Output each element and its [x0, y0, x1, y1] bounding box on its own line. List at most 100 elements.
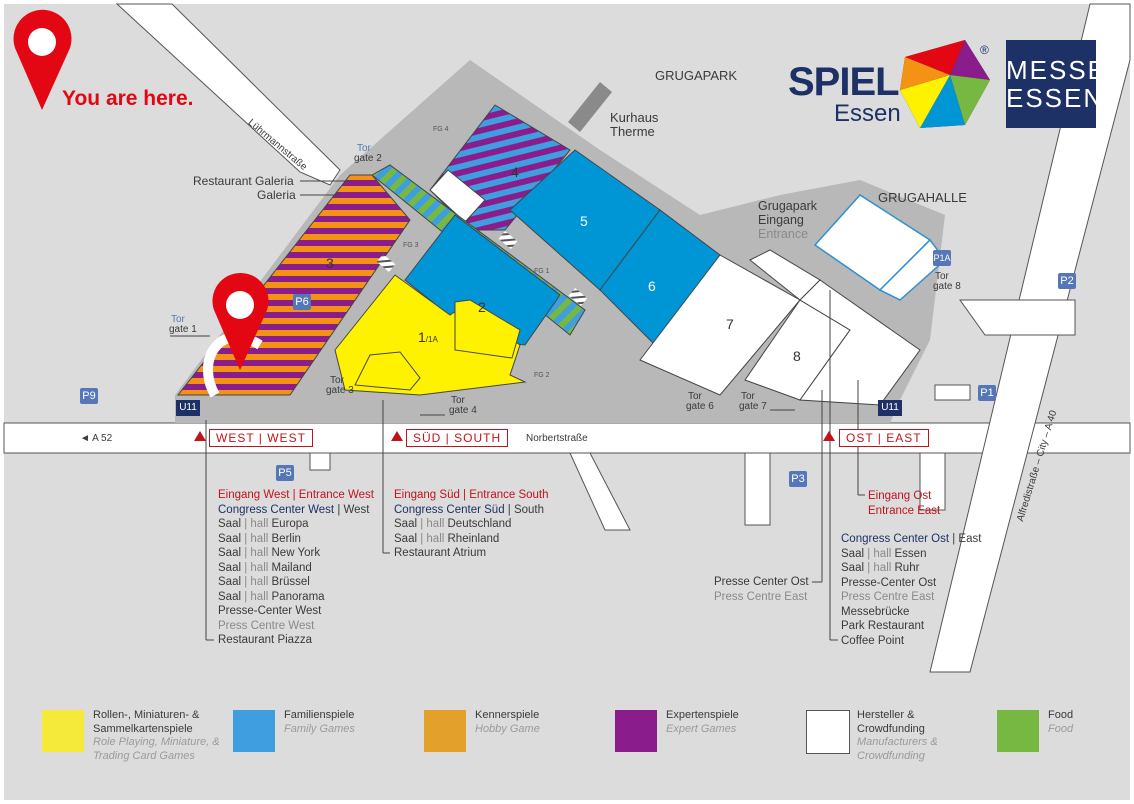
spiel-logo-mark: [900, 40, 990, 128]
east-list-congress: Congress Center Ost | East: [841, 533, 982, 545]
legend-text-3-line-0: Expertenspiele: [666, 709, 739, 721]
entrance-east-marker-icon: [823, 431, 835, 441]
kurhaus-label: Kurhaus: [610, 110, 659, 125]
east-entrance-list: Congress Center Ost | East Saal | hall E…: [841, 532, 981, 648]
gate-4-label-de: Tor: [451, 395, 465, 406]
legend-swatch-5: [997, 710, 1039, 752]
legend-text-1-line-2: Family Games: [284, 722, 355, 735]
gate-hatch-2: [498, 231, 518, 249]
parking-p5-badge[interactable]: P5: [276, 465, 294, 481]
west-entrance-list: Eingang West | Entrance West Congress Ce…: [218, 488, 374, 648]
west-list-entrance: Eingang West | Entrance West: [218, 489, 374, 501]
legend-text-0-line-1: Sammelkartenspiele: [93, 722, 193, 735]
hall-6-number: 6: [648, 278, 656, 294]
grugapark-entrance-label: Entrance: [758, 227, 809, 241]
south-list-hall-rheinland: Saal | hall Rheinland: [394, 532, 500, 545]
road-p2: [959, 299, 1076, 336]
legend-text-0-line-0: Rollen-, Miniaturen- &: [93, 709, 200, 721]
messe-logo-line2: ESSEN: [1006, 83, 1105, 113]
foyer-fg3-label: FG 3: [403, 242, 419, 249]
east-list-park-restaurant: Park Restaurant: [841, 620, 925, 632]
entrance-west-label[interactable]: WEST | WEST: [209, 429, 313, 447]
hall-1a: [454, 299, 521, 359]
alfredi-road: [929, 3, 1131, 673]
gate-hatch-1: [376, 254, 396, 272]
parking-p9-badge[interactable]: P9: [80, 388, 98, 404]
luehrmann-road: [115, 3, 341, 186]
ubahn-east-badge[interactable]: U11: [878, 400, 902, 416]
legend-swatch-3: [615, 710, 657, 752]
legend-swatch-2: [424, 710, 466, 752]
gate-8-label-de: Tor: [935, 271, 949, 282]
parking-p3-badge[interactable]: P3: [789, 471, 807, 487]
hall-2-number: 2: [478, 299, 486, 315]
ubahn-west-badge[interactable]: U11: [176, 400, 200, 416]
entrance-south-label[interactable]: SÜD | SOUTH: [406, 429, 509, 447]
parking-p1-badge[interactable]: P1: [978, 385, 996, 401]
west-list-congress: Congress Center West | West: [218, 503, 370, 516]
east-list-hall-ruhr: Saal | hall Ruhr: [841, 562, 920, 574]
legend-text-5-line-0: Food: [1048, 709, 1074, 721]
east-eingang-label: Eingang Ost: [868, 490, 932, 502]
gate-4-label-en: gate 4: [449, 405, 477, 416]
east-side-presse-center: Presse Center Ost: [714, 576, 809, 588]
restaurant-galeria-label: Restaurant Galeria: [193, 174, 294, 188]
east-entrance-label-en: Entrance East: [868, 504, 941, 517]
gate-8-label-en: gate 8: [933, 281, 961, 292]
a52-label: ◄ A 52: [80, 433, 113, 444]
legend-text-4-line-2: Manufacturers &: [857, 736, 938, 748]
south-entrance-list: Eingang Süd | Entrance South Congress Ce…: [394, 488, 549, 561]
gate-hatch-3: [568, 288, 588, 306]
you-are-here-label: You are here.: [62, 87, 194, 110]
gate-6-label-en: gate 6: [686, 401, 714, 412]
legend-text-1-line-0: Familienspiele: [284, 709, 355, 721]
entrance-south-marker-icon: [391, 431, 403, 441]
east-side-press-centre: Press Centre East: [714, 590, 808, 603]
road-stub-2: [569, 452, 631, 531]
spiel-logo-essen: Essen: [834, 100, 901, 127]
parking-p1a-badge[interactable]: P1A: [933, 250, 951, 266]
gate-6-label-de: Tor: [688, 391, 702, 402]
you-are-here-pin-large: [13, 9, 72, 111]
entrance-east-label[interactable]: OST | EAST: [839, 429, 929, 447]
foyer-fg4-label: FG 4: [433, 126, 449, 133]
east-list-presse-center: Presse-Center Ost: [841, 576, 937, 589]
west-list-hall-bruessel: Saal | hall Brüssel: [218, 576, 310, 588]
west-list-restaurant: Restaurant Piazza: [218, 634, 312, 646]
south-list-restaurant: Restaurant Atrium: [394, 547, 487, 559]
west-list-hall-europa: Saal | hall Europa: [218, 518, 309, 530]
west-list-hall-berlin: Saal | hall Berlin: [218, 532, 301, 545]
therme-label: Therme: [610, 124, 655, 139]
hall-1-atrium: [354, 351, 421, 391]
legend-swatch-0: [42, 710, 84, 752]
spiel-logo-text: SPIEL: [788, 60, 900, 104]
registered-mark: ®: [980, 43, 989, 57]
east-entrance-sublabel: Eingang Ost Entrance East: [868, 489, 940, 518]
grugahalle-label: GRUGAHALLE: [878, 190, 967, 205]
hall-1-number: 1/1A: [418, 329, 438, 345]
legend-text-2-line-2: Hobby Game: [475, 722, 540, 735]
south-list-hall-deutschland: Saal | hall Deutschland: [394, 518, 512, 530]
hall-8-number: 8: [793, 348, 801, 364]
west-list-hall-panorama: Saal | hall Panorama: [218, 590, 325, 603]
east-list-coffee-point: Coffee Point: [841, 634, 905, 647]
gate-7-label-en: gate 7: [739, 401, 767, 412]
parking-p2-badge[interactable]: P2: [1058, 273, 1076, 289]
legend-text-0: Rollen-, Miniaturen- &Sammelkartenspiele…: [93, 709, 220, 763]
parking-p6-badge[interactable]: P6: [293, 294, 311, 310]
road-p1: [934, 384, 971, 401]
gate-3-label-de: Tor: [330, 375, 344, 386]
legend-text-0-line-2: Role Playing, Miniature, &: [93, 736, 220, 748]
road-stub-3: [744, 452, 771, 526]
foyer-fg1-label: FG 1: [534, 268, 550, 275]
road-stub-4: [919, 452, 946, 511]
east-list-press-centre: Press Centre East: [841, 591, 935, 603]
hall-7-number: 7: [726, 316, 734, 332]
grugapark-eingang-label-2: Eingang: [758, 213, 804, 227]
west-list-hall-newyork: Saal | hall New York: [218, 547, 321, 559]
